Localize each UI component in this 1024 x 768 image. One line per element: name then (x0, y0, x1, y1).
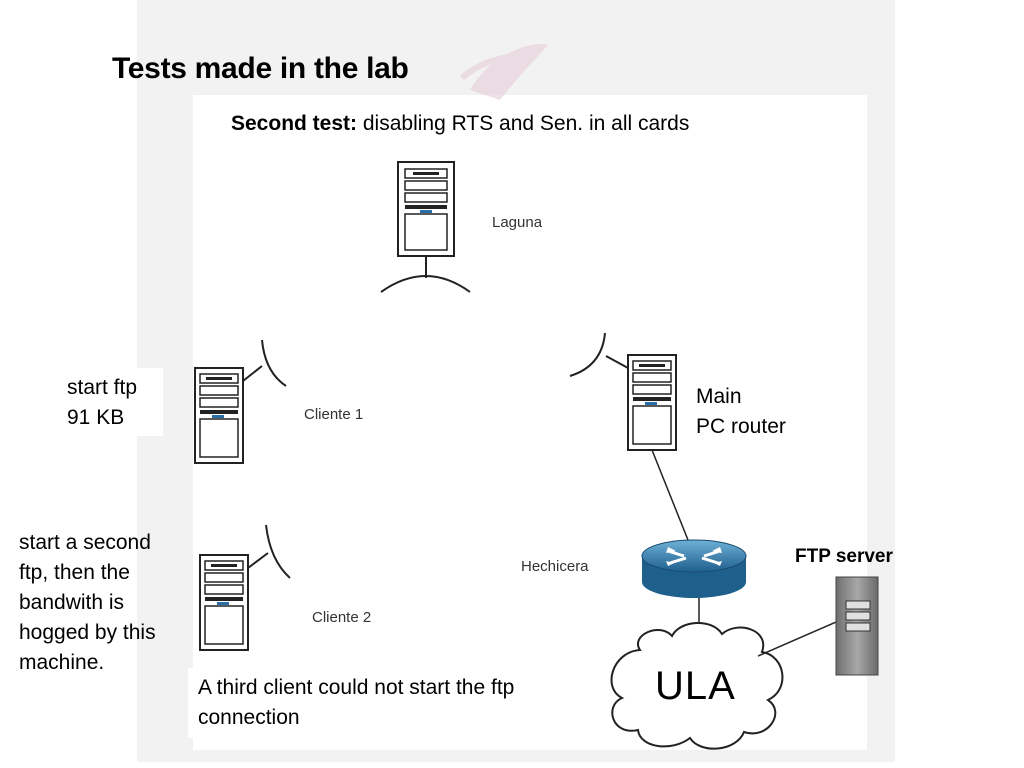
hechicera-router-icon (641, 539, 747, 598)
watermark-logo (460, 44, 548, 100)
ula-cloud-icon (610, 621, 784, 750)
label-laguna: Laguna (492, 214, 543, 231)
label-hechicera: Hechicera (521, 558, 589, 575)
ftp-server-icon (835, 576, 879, 676)
label-cliente2: Cliente 2 (312, 609, 372, 626)
label-main-line1: Main (696, 385, 742, 408)
note-client1-line2: 91 KB (67, 406, 125, 429)
laguna-computer-icon (397, 161, 455, 257)
note-client2-line5: machine. (19, 651, 105, 674)
slide-title: Tests made in the lab (112, 52, 409, 85)
note-client2-line4: hogged by this (19, 621, 156, 644)
label-main-line2: PC router (696, 415, 786, 438)
label-ftp-server: FTP server (795, 546, 893, 567)
label-ula: ULA (655, 664, 736, 708)
subtitle-bold: Second test: (231, 112, 358, 135)
label-main-router: Main PC router (696, 382, 786, 442)
note-client1-box (59, 368, 163, 436)
note-client2-line3: bandwith is (19, 591, 125, 614)
note-client2-line2: ftp, then the (19, 561, 130, 584)
slide-subtitle: Second test: disabling RTS and Sen. in a… (231, 112, 689, 136)
laguna-antenna-icon (380, 275, 471, 293)
main-router-label-box (692, 380, 867, 446)
cliente2-computer-icon (199, 554, 249, 651)
link-cloud-ftp (757, 621, 837, 657)
note-client2-line1: start a second (19, 531, 151, 554)
note-client1: start ftp 91 KB (67, 373, 137, 433)
subtitle-rest: disabling RTS and Sen. in all cards (357, 112, 690, 135)
main-router-computer-icon (627, 354, 677, 451)
note-third-box (188, 668, 598, 738)
cliente1-antenna-icon (261, 339, 287, 387)
note-third-client: A third client could not start the ftp c… (198, 673, 514, 733)
note-third-line2: connection (198, 706, 300, 729)
cliente2-antenna-icon (265, 524, 291, 579)
note-client1-line1: start ftp (67, 376, 138, 399)
note-third-line1: A third client could not start the ftp (198, 676, 515, 699)
label-cliente1: Cliente 1 (304, 406, 364, 423)
note-client2: start a second ftp, then the bandwith is… (19, 528, 156, 678)
main-router-antenna-icon (569, 332, 606, 377)
link-main-hechicera (651, 449, 689, 541)
cliente1-computer-icon (194, 367, 244, 464)
